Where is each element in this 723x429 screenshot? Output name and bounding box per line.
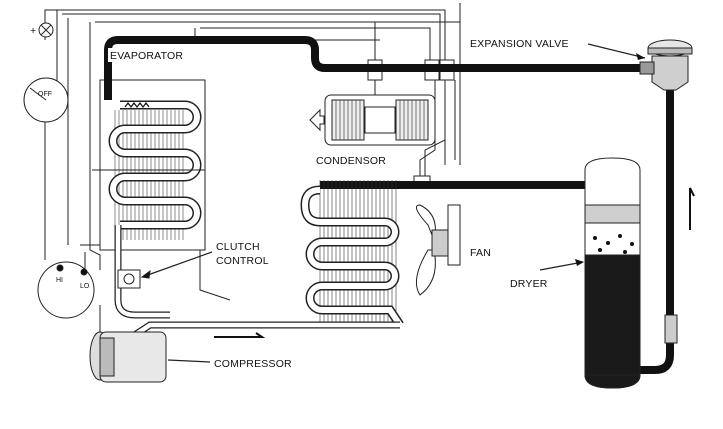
evaporator <box>92 80 205 250</box>
power-plus-label: + <box>30 25 36 37</box>
blower <box>310 95 435 145</box>
flow-arrow-up-icon <box>690 188 694 230</box>
airflow-arrow-icon <box>310 110 324 130</box>
label-condensor: CONDENSOR <box>316 155 386 167</box>
ac-switch <box>24 23 94 318</box>
condenser-fins <box>320 180 396 322</box>
label-evaporator: EVAPORATOR <box>110 50 183 62</box>
receiver-dryer <box>585 158 640 388</box>
sight-glass <box>665 315 677 343</box>
label-control: CONTROL <box>216 255 269 267</box>
expansion-valve-leader <box>588 44 645 58</box>
label-clutch: CLUTCH <box>216 241 260 253</box>
switch-lo-label: LO <box>80 283 90 290</box>
label-compressor: COMPRESSOR <box>214 358 292 370</box>
label-dryer: DRYER <box>510 278 548 290</box>
label-fan: FAN <box>470 247 491 259</box>
switch-hi-label: HI <box>56 277 63 284</box>
flow-arrow-right-icon <box>214 333 262 337</box>
compressor <box>90 332 210 382</box>
condenser-fan <box>416 205 460 295</box>
condenser-coil <box>305 190 400 325</box>
clutch-control <box>118 252 212 288</box>
expansion-valve <box>640 40 692 90</box>
label-expansion-valve: EXPANSION VALVE <box>470 38 569 50</box>
switch-off-label: OFF <box>38 91 52 98</box>
condenser <box>305 180 400 325</box>
